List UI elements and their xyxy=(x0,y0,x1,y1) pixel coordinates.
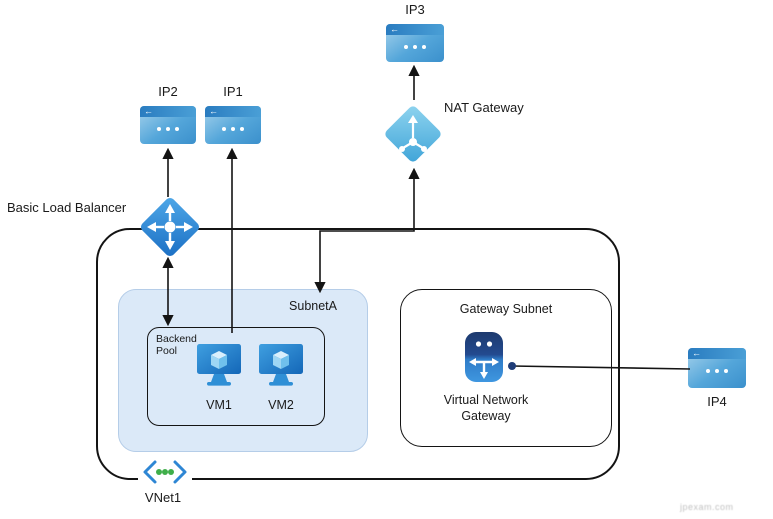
subnet-a-label: SubnetA xyxy=(289,299,337,313)
load-balancer-label: Basic Load Balancer xyxy=(7,200,127,215)
virtual-network-gateway-icon xyxy=(465,332,503,382)
backend-pool-box: Backend Pool xyxy=(147,327,325,426)
ip2-icon: ← xyxy=(140,106,196,144)
ip3-icon: ← xyxy=(386,24,444,62)
back-arrow-icon: ← xyxy=(390,24,399,34)
vnet-icon-wrap xyxy=(138,456,192,493)
subnet-a-box: SubnetA xyxy=(118,289,368,452)
back-arrow-icon: ← xyxy=(692,348,701,358)
ellipsis-dots-icon xyxy=(688,369,746,373)
ellipsis-dots-icon xyxy=(386,45,444,49)
nat-gateway-label: NAT Gateway xyxy=(444,100,524,115)
browser-titlebar: ← xyxy=(688,348,746,359)
load-balancer-icon xyxy=(140,197,200,257)
browser-titlebar: ← xyxy=(205,106,261,117)
ip3-label: IP3 xyxy=(405,2,425,17)
nat-gateway-icon xyxy=(385,106,441,162)
vm2-icon xyxy=(259,344,303,386)
ip4-label: IP4 xyxy=(707,394,727,409)
vnet-icon xyxy=(140,456,190,488)
ellipsis-dots-icon xyxy=(205,127,261,131)
back-arrow-icon: ← xyxy=(209,106,218,116)
browser-titlebar: ← xyxy=(140,106,196,117)
backend-pool-label: Backend Pool xyxy=(156,333,197,358)
browser-titlebar: ← xyxy=(386,24,444,35)
ip2-label: IP2 xyxy=(158,84,178,99)
ellipsis-dots-icon xyxy=(140,127,196,131)
vnet1-label: VNet1 xyxy=(144,490,182,505)
ip1-label: IP1 xyxy=(223,84,243,99)
watermark: jpexam.com xyxy=(680,502,734,512)
vm1-icon xyxy=(197,344,241,386)
ip4-icon: ← xyxy=(688,348,746,388)
gateway-subnet-label: Gateway Subnet xyxy=(459,302,553,316)
virtual-network-gateway-label: Virtual Network Gateway xyxy=(443,393,529,424)
vm2-label: VM2 xyxy=(268,398,294,412)
back-arrow-icon: ← xyxy=(144,106,153,116)
vm1-label: VM1 xyxy=(206,398,232,412)
ip1-icon: ← xyxy=(205,106,261,144)
